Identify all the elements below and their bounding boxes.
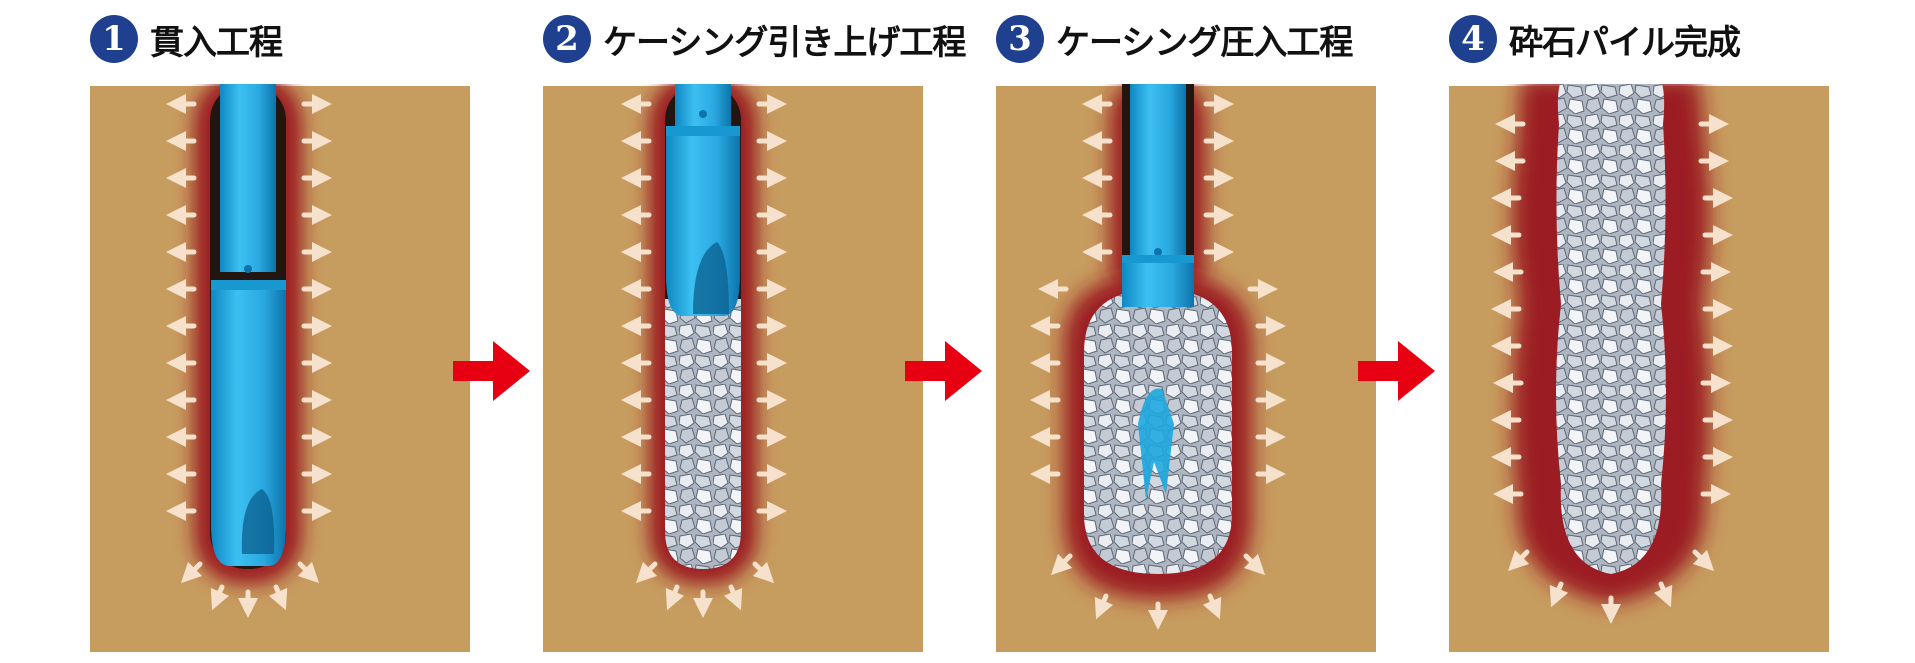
pressure-arrows: [166, 94, 332, 618]
gravel-pile: [1556, 84, 1666, 574]
flow-arrow-2: [905, 339, 983, 403]
step-2-header: 2 ケーシング引き上げ工程: [543, 14, 966, 64]
step-1-header: 1 貫入工程: [90, 14, 283, 64]
flow-arrow-1: [453, 339, 531, 403]
step-title: 砕石パイル完成: [1509, 22, 1741, 63]
step-2-diagram: [543, 84, 933, 654]
step-4-header: 4 砕石パイル完成: [1449, 14, 1741, 64]
pressure-arrows: [621, 94, 787, 618]
step-1-diagram: [90, 84, 480, 654]
casing-pipe: [666, 84, 740, 316]
pressure-arrows: [1030, 94, 1286, 630]
right-arrow-icon: [905, 341, 982, 401]
step-title: ケーシング引き上げ工程: [603, 22, 966, 63]
step-title: 貫入工程: [150, 22, 283, 63]
flow-arrow-3: [1358, 339, 1436, 403]
step-number-badge: 4: [1449, 15, 1497, 63]
casing-pipe: [1122, 84, 1194, 500]
casing-pipe: [211, 84, 286, 566]
step-3: 3 ケーシング圧入工程: [996, 0, 1386, 663]
step-title: ケーシング圧入工程: [1056, 22, 1353, 63]
step-number-badge: 1: [90, 15, 138, 63]
step-number-badge: 2: [543, 15, 591, 63]
step-number-badge: 3: [996, 15, 1044, 63]
right-arrow-icon: [1358, 341, 1435, 401]
step-4: 4 砕石パイル完成: [1449, 0, 1839, 663]
gravel-fill: [665, 299, 741, 569]
step-1: 1 貫入工程: [90, 0, 480, 663]
step-3-diagram: [996, 84, 1386, 654]
step-2: 2 ケーシング引き上げ工程: [543, 0, 966, 663]
step-3-header: 3 ケーシング圧入工程: [996, 14, 1353, 64]
pressure-arrows: [1491, 114, 1733, 624]
step-4-diagram: [1449, 84, 1839, 654]
right-arrow-icon: [453, 341, 530, 401]
